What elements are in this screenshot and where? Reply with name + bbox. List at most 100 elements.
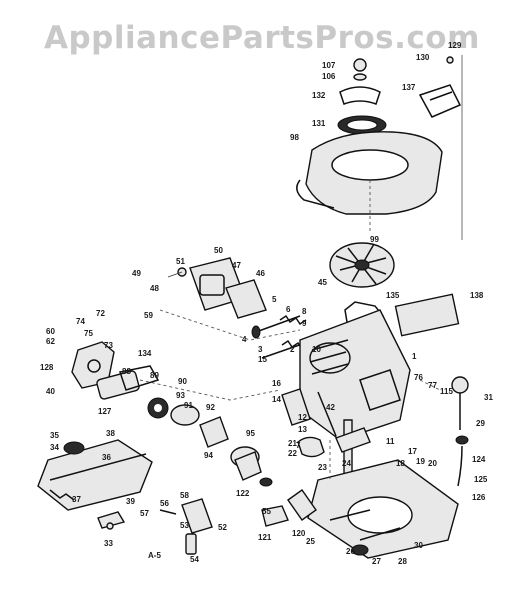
part-label-1: 1 xyxy=(412,352,417,361)
part-label-34: 34 xyxy=(50,443,59,452)
part-label-47: 47 xyxy=(232,261,241,270)
part-label-107: 107 xyxy=(322,61,336,70)
part-label-124: 124 xyxy=(472,455,486,464)
part-label-30: 30 xyxy=(414,541,423,550)
valve-train xyxy=(251,314,309,359)
part-label-94: 94 xyxy=(204,451,213,460)
part-label-131: 131 xyxy=(312,119,326,128)
part-label-42: 42 xyxy=(326,403,335,412)
part-label-49: 49 xyxy=(132,269,141,278)
part-label-89: 89 xyxy=(150,371,159,380)
part-label-122: 122 xyxy=(236,489,250,498)
part-label-14: 14 xyxy=(272,395,281,404)
part-label-29: 29 xyxy=(476,419,485,428)
part-label-137: 137 xyxy=(402,83,416,92)
part-label-38: 38 xyxy=(106,429,115,438)
part-label-19: 19 xyxy=(416,457,425,466)
part-label-48: 48 xyxy=(150,284,159,293)
fuel-tank xyxy=(37,439,153,511)
part-label-2: 2 xyxy=(290,345,295,354)
part-label-92: 92 xyxy=(206,403,215,412)
part-label-126: 126 xyxy=(472,493,486,502)
part-label-77: 77 xyxy=(428,381,437,390)
part-label-9: 9 xyxy=(302,319,307,328)
part-label-62: 62 xyxy=(46,337,55,346)
carburetor-group xyxy=(167,257,267,319)
part-label-55: 55 xyxy=(262,507,271,516)
part-label-129: 129 xyxy=(448,41,462,50)
part-label-57: 57 xyxy=(140,509,149,518)
part-labels: 1291301071061371321319899138451355047464… xyxy=(40,41,493,566)
carburetor-left xyxy=(71,341,229,448)
part-label-3: 3 xyxy=(258,345,263,354)
engine-base xyxy=(307,459,459,559)
part-label-46: 46 xyxy=(256,269,265,278)
part-label-52: 52 xyxy=(218,523,227,532)
blower-housing xyxy=(296,131,443,232)
part-label-25: 25 xyxy=(306,537,315,546)
part-label-8: 8 xyxy=(302,307,307,316)
part-label-99: 99 xyxy=(370,235,379,244)
part-label-125: 125 xyxy=(474,475,488,484)
part-label-20: 20 xyxy=(428,459,437,468)
part-label-13: 13 xyxy=(298,425,307,434)
part-label-54: 54 xyxy=(190,555,199,564)
part-label-76: 76 xyxy=(414,373,423,382)
part-label-40: 40 xyxy=(46,387,55,396)
part-label-90: 90 xyxy=(178,377,187,386)
part-label-17: 17 xyxy=(408,447,417,456)
part-label-21: 21 xyxy=(288,439,297,448)
part-label-28: 28 xyxy=(398,557,407,566)
part-label-27: 27 xyxy=(372,557,381,566)
governor-parts xyxy=(97,477,317,555)
part-label-56: 56 xyxy=(160,499,169,508)
part-label-130: 130 xyxy=(416,53,430,62)
part-label-45: 45 xyxy=(318,278,327,287)
part-label-26: 26 xyxy=(346,547,355,556)
part-label-135: 135 xyxy=(386,291,400,300)
part-label-132: 132 xyxy=(312,91,326,100)
part-label-98: 98 xyxy=(290,133,299,142)
part-label-5: 5 xyxy=(272,295,277,304)
part-label-50: 50 xyxy=(214,246,223,255)
part-label-36: 36 xyxy=(102,453,111,462)
starter-assembly xyxy=(337,55,463,240)
part-label-37: 37 xyxy=(72,495,81,504)
watermark-text: AppliancePartsPros.com xyxy=(44,20,480,56)
part-label-134: 134 xyxy=(138,349,152,358)
part-label-88: 88 xyxy=(122,367,131,376)
part-label-120: 120 xyxy=(292,529,306,538)
part-label-11: 11 xyxy=(386,437,395,446)
part-label-60: 60 xyxy=(46,327,55,336)
part-label-24: 24 xyxy=(342,459,351,468)
part-label-33: 33 xyxy=(104,539,113,548)
part-label-74: 74 xyxy=(76,317,85,326)
part-label-73: 73 xyxy=(104,341,113,350)
part-label-58: 58 xyxy=(180,491,189,500)
air-filter xyxy=(394,293,460,337)
part-label-51: 51 xyxy=(176,257,185,266)
part-label-72: 72 xyxy=(96,309,105,318)
part-label-22: 22 xyxy=(288,449,297,458)
part-label-53: 53 xyxy=(180,521,189,530)
part-label-138: 138 xyxy=(470,291,484,300)
part-label-106: 106 xyxy=(322,72,336,81)
part-label-95: 95 xyxy=(246,429,255,438)
part-label-59: 59 xyxy=(144,311,153,320)
part-label-6: 6 xyxy=(286,305,291,314)
part-label-39: 39 xyxy=(126,497,135,506)
part-label-15: 15 xyxy=(258,355,267,364)
part-label-23: 23 xyxy=(318,463,327,472)
flywheel xyxy=(329,242,395,329)
part-label-128: 128 xyxy=(40,363,54,372)
part-label-31: 31 xyxy=(484,393,493,402)
part-label-18: 18 xyxy=(396,459,405,468)
part-label-35: 35 xyxy=(50,431,59,440)
crankshaft-piston xyxy=(230,376,469,487)
part-label-121: 121 xyxy=(258,533,272,542)
part-label-12: 12 xyxy=(298,413,307,422)
part-label-127: 127 xyxy=(98,407,112,416)
diagram-code: A-5 xyxy=(148,551,161,560)
part-label-7: 7 xyxy=(296,441,301,450)
